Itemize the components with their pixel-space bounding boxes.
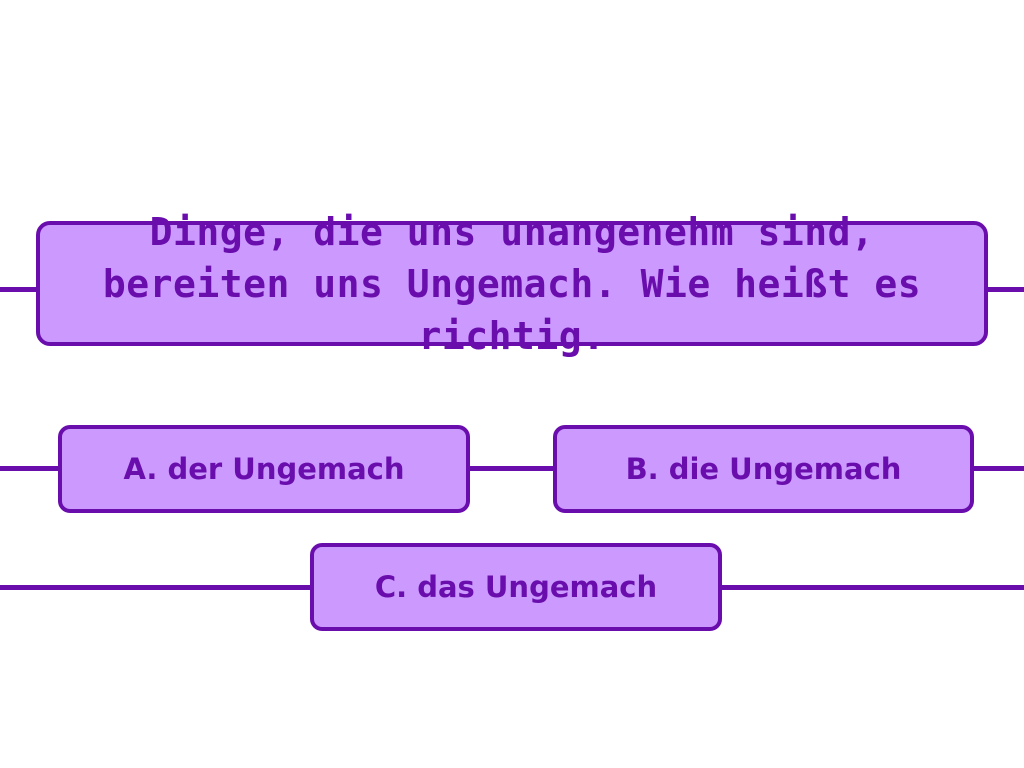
answer-c-button[interactable]: C. das Ungemach <box>310 543 722 631</box>
answer-a-text: der Ungemach <box>167 452 405 486</box>
answer-c-connector-right <box>720 585 1024 590</box>
question-connector-right <box>986 287 1024 292</box>
answer-c-connector-left <box>0 585 313 590</box>
answers-ab-connector <box>468 466 556 471</box>
answer-b-letter: B. <box>625 452 659 486</box>
answer-a-connector-left <box>0 466 60 471</box>
answer-a-letter: A. <box>123 452 158 486</box>
answer-b-text: die Ungemach <box>668 452 902 486</box>
question-text: Dinge, die uns unangenehm sind, bereiten… <box>102 209 922 358</box>
question-box: Dinge, die uns unangenehm sind, bereiten… <box>36 210 988 358</box>
answer-b-button[interactable]: B. die Ungemach <box>553 425 974 513</box>
answer-c-letter: C. <box>374 570 408 604</box>
answer-b-connector-right <box>972 466 1024 471</box>
answer-a-button[interactable]: A. der Ungemach <box>58 425 470 513</box>
answer-c-text: das Ungemach <box>417 570 658 604</box>
question-connector-left <box>0 287 38 292</box>
